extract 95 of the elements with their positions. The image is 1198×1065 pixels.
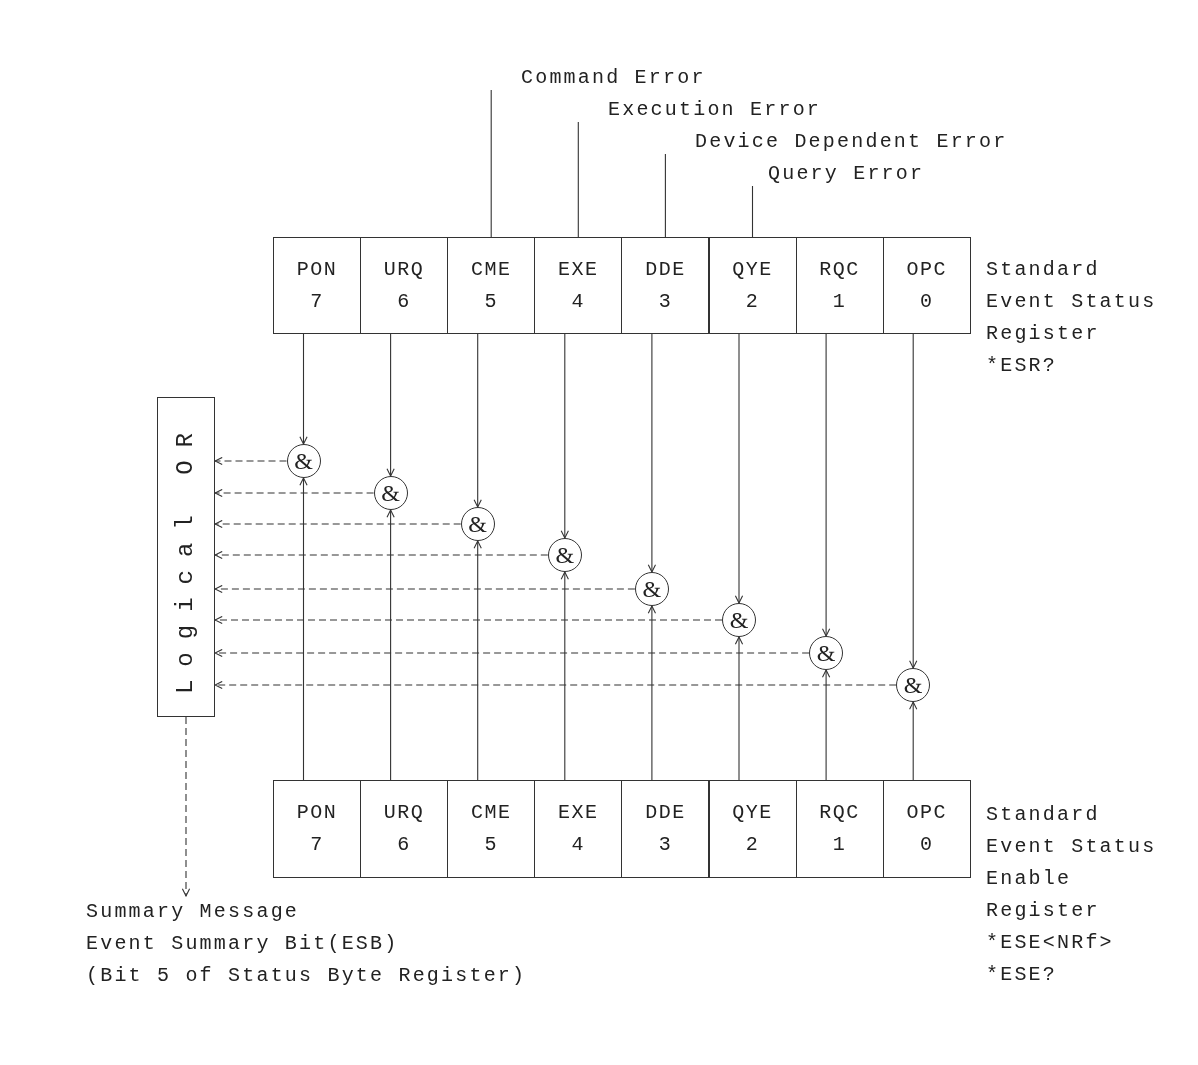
bit-number: 1 (832, 832, 847, 858)
register-label: *ESR? (986, 353, 1057, 379)
bit-name: OPC (906, 800, 947, 826)
register-bit-cell (447, 237, 536, 334)
bit-number: 7 (310, 832, 324, 858)
dashed-arrow (214, 584, 636, 594)
arrow (473, 540, 482, 781)
register-bit-cell (882, 780, 971, 878)
arrow (734, 636, 744, 781)
bit-number: 1 (832, 289, 847, 315)
bit-number: 3 (658, 832, 673, 858)
arrow (734, 333, 744, 604)
register-bit-cell (534, 237, 623, 334)
and-gate: & (373, 476, 408, 510)
register-bit-cell (273, 780, 361, 878)
bit-number: 7 (310, 289, 324, 315)
and-gate: & (809, 636, 844, 670)
arrow (909, 701, 918, 781)
arrow (821, 333, 831, 637)
register-bit-cell (708, 237, 797, 334)
leader-line (664, 153, 666, 238)
bit-name: URQ (383, 257, 425, 283)
register-bit-cell (621, 780, 710, 878)
summary-text: (Bit 5 of Status Byte Register) (86, 963, 527, 989)
and-gate: & (460, 507, 495, 541)
bit-number: 5 (484, 289, 498, 315)
dashed-arrow (214, 519, 462, 529)
bit-name: PON (296, 800, 338, 826)
bit-name: DDE (645, 800, 686, 826)
and-gate: & (634, 572, 669, 606)
dashed-arrow (214, 680, 897, 690)
register-label: *ESE<NRf> (986, 930, 1114, 956)
register-label: *ESE? (986, 962, 1057, 988)
arrow (386, 509, 395, 781)
logical-or-box (157, 397, 215, 717)
and-gate: & (286, 444, 321, 478)
arrow (386, 333, 395, 477)
bit-name: QYE (732, 257, 773, 283)
bit-name: URQ (383, 800, 425, 826)
bit-name: EXE (558, 800, 599, 826)
register-bit-cell (360, 237, 449, 334)
bit-name: RQC (819, 257, 860, 283)
arrow (647, 605, 657, 781)
dashed-arrow (214, 456, 288, 466)
leader-line (751, 185, 754, 238)
arrow (560, 571, 569, 781)
register-label: Standard Event Status Register (986, 257, 1158, 347)
leader-line (490, 89, 492, 238)
and-gate: & (547, 538, 582, 572)
register-bit-cell (273, 237, 361, 334)
arrow (909, 333, 918, 669)
dashed-arrow (214, 648, 810, 658)
arrow (299, 333, 308, 445)
bit-number: 0 (919, 832, 934, 858)
logical-or-label: Logical OR (171, 420, 200, 694)
leader-line (577, 121, 579, 238)
arrow (821, 669, 831, 781)
register-bit-cell (795, 780, 884, 878)
summary-text: Summary Message (86, 899, 300, 925)
arrow (299, 477, 308, 781)
bit-number: 6 (397, 289, 411, 315)
and-gate: & (722, 603, 756, 637)
bit-name: OPC (906, 257, 947, 283)
register-bit-cell (795, 237, 884, 334)
register-bit-cell (360, 780, 449, 878)
register-bit-cell (534, 780, 623, 878)
bit-name: QYE (732, 800, 773, 826)
register-bit-cell (708, 780, 797, 878)
dashed-arrow (214, 615, 723, 625)
register-label: Standard Event Status Enable Register (986, 802, 1158, 924)
summary-text: Event Summary Bit(ESB) (86, 931, 399, 957)
arrow (473, 333, 482, 508)
arrow (647, 333, 657, 573)
bit-number: 2 (745, 289, 760, 315)
register-bit-cell (882, 237, 971, 334)
bit-name: CME (470, 800, 512, 826)
dashed-arrow (181, 716, 191, 897)
bit-number: 3 (658, 289, 673, 315)
and-gate: & (896, 668, 931, 702)
bit-name: EXE (558, 257, 599, 283)
dashed-arrow (214, 550, 549, 560)
bit-number: 4 (571, 289, 586, 315)
arrow (560, 333, 569, 539)
bit-number: 0 (919, 289, 934, 315)
register-bit-cell (447, 780, 536, 878)
bit-number: 2 (745, 832, 760, 858)
bit-number: 5 (484, 832, 498, 858)
bit-name: CME (470, 257, 512, 283)
bit-number: 6 (397, 832, 411, 858)
bit-name: PON (296, 257, 338, 283)
bit-name: DDE (645, 257, 686, 283)
bit-name: RQC (819, 800, 860, 826)
bit-number: 4 (571, 832, 586, 858)
register-bit-cell (621, 237, 710, 334)
dashed-arrow (214, 488, 375, 498)
